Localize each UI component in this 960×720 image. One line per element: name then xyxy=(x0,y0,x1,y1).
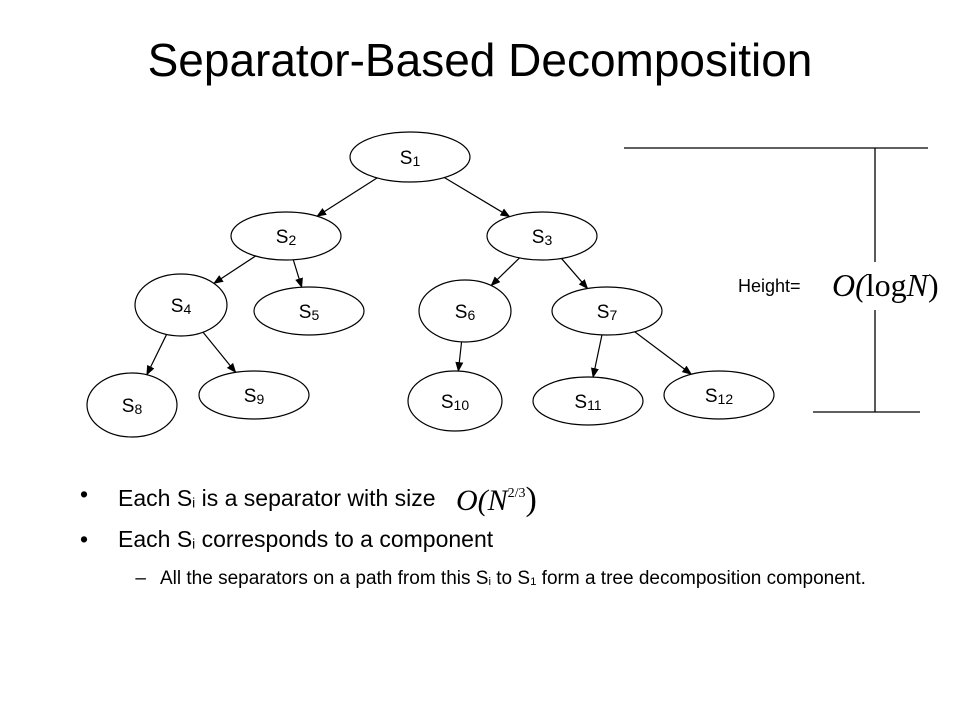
edge-s3-s6 xyxy=(490,257,520,287)
edge-s3-s7 xyxy=(561,258,589,290)
tree-node-s5: S5 xyxy=(253,286,365,336)
bullet-dot-icon: • xyxy=(80,481,89,507)
tree-node-s8: S8 xyxy=(86,372,178,438)
tree-node-s12: S12 xyxy=(663,370,775,420)
tree-node-s10: S10 xyxy=(407,370,503,432)
bullet-item-1: • Each Si is a separator with size O(N2/… xyxy=(80,476,940,521)
node-ellipse xyxy=(349,131,471,183)
height-label: Height= xyxy=(738,276,801,296)
edge-s7-s12 xyxy=(634,331,693,375)
node-label: S6 xyxy=(455,302,476,323)
node-label: S12 xyxy=(705,386,733,407)
node-ellipse xyxy=(86,372,178,438)
node-label: S2 xyxy=(276,227,297,248)
edge-s2-s4 xyxy=(213,255,256,284)
node-label: S10 xyxy=(441,392,469,413)
bullet-list: • Each Si is a separator with size O(N2/… xyxy=(80,476,940,594)
node-ellipse xyxy=(486,211,598,261)
node-label: S4 xyxy=(171,296,192,317)
edge-s7-s11 xyxy=(590,334,603,379)
node-ellipse xyxy=(418,279,512,343)
tree-node-s2: S2 xyxy=(230,211,342,261)
node-ellipse xyxy=(407,370,503,432)
bullet-item-2: • Each Si corresponds to a component xyxy=(80,521,940,562)
node-ellipse xyxy=(134,273,228,337)
node-ellipse xyxy=(663,370,775,420)
node-label: S5 xyxy=(299,302,320,323)
dash-icon: – xyxy=(135,567,146,589)
node-ellipse xyxy=(253,286,365,336)
tree-node-s9: S9 xyxy=(198,370,310,420)
edge-s2-s5 xyxy=(292,259,303,289)
node-ellipse xyxy=(532,376,644,426)
bullet-dot-icon: • xyxy=(80,526,89,553)
slide-title: Separator-Based Decomposition xyxy=(147,34,813,86)
tree-node-s3: S3 xyxy=(486,211,598,261)
node-ellipse xyxy=(551,286,663,336)
node-label: S9 xyxy=(244,386,265,407)
edge-s1-s2 xyxy=(316,177,378,217)
node-ellipse xyxy=(230,211,342,261)
node-label: S7 xyxy=(597,302,618,323)
node-label: S1 xyxy=(400,148,421,169)
node-label: S11 xyxy=(574,392,601,413)
tree-node-s4: S4 xyxy=(134,273,228,337)
edge-s4-s8 xyxy=(146,334,168,376)
height-math: O(logN) xyxy=(832,267,939,303)
node-label: S8 xyxy=(122,396,143,417)
tree-node-s1: S1 xyxy=(349,131,471,183)
node-label: S3 xyxy=(532,227,553,248)
edge-s4-s9 xyxy=(202,331,237,374)
edge-s1-s3 xyxy=(443,177,511,218)
edge-s6-s10 xyxy=(455,341,464,373)
tree-node-s7: S7 xyxy=(551,286,663,336)
node-ellipse xyxy=(198,370,310,420)
tree-node-s11: S11 xyxy=(532,376,644,426)
tree-node-s6: S6 xyxy=(418,279,512,343)
sub-bullet-item: – All the separators on a path from this… xyxy=(135,567,866,589)
complexity-formula: O(N2/3) xyxy=(455,481,537,518)
